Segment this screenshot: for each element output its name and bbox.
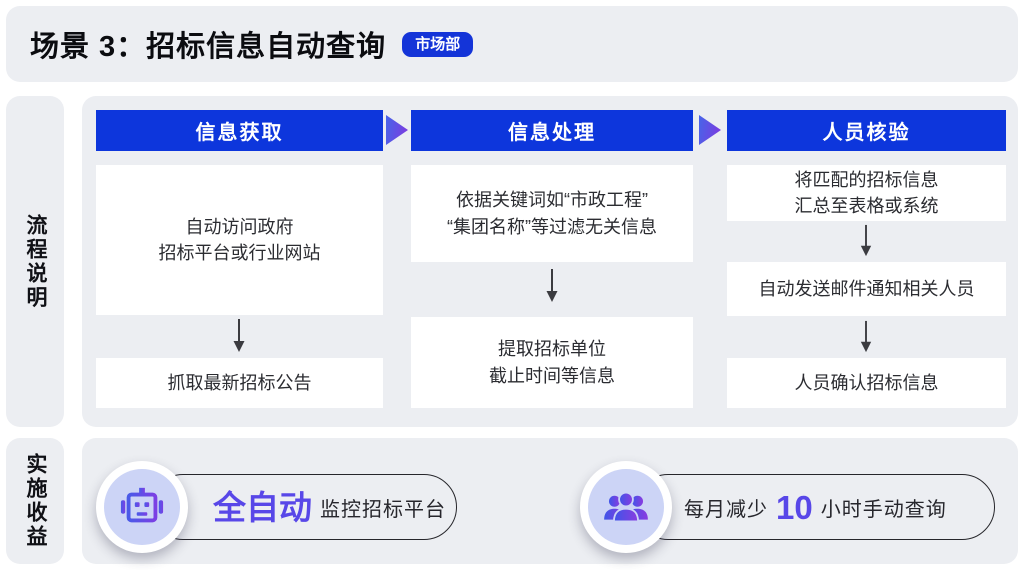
down-arrow-icon bbox=[233, 319, 245, 352]
benefits-section-label-panel: 实施收益 bbox=[6, 438, 64, 564]
page-title: 场景 3：招标信息自动查询 bbox=[30, 31, 387, 63]
down-arrow-icon bbox=[546, 269, 558, 302]
benefit-icon-circle bbox=[96, 461, 188, 553]
title-bar: 场景 3：招标信息自动查询 市场部 bbox=[6, 6, 1018, 82]
down-arrow-icon bbox=[860, 320, 872, 353]
step-text: 依据关键词如“市政工程” bbox=[456, 190, 648, 211]
step-text: 提取招标单位 bbox=[498, 339, 606, 360]
benefits-section-label: 实施收益 bbox=[24, 453, 47, 549]
step-text: 将匹配的招标信息 bbox=[794, 169, 939, 190]
robot-icon bbox=[120, 487, 164, 523]
benefit-text: 小时手动查询 bbox=[820, 498, 947, 521]
column-header-info-acquisition: 信息获取 bbox=[96, 110, 383, 151]
step-text: 人员确认招标信息 bbox=[794, 372, 939, 393]
step-text: 招标平台或行业网站 bbox=[158, 243, 321, 263]
benefit-highlight: 全自动 bbox=[213, 488, 312, 526]
department-badge: 市场部 bbox=[402, 31, 474, 57]
benefit-icon-circle bbox=[580, 461, 672, 553]
step-text: “集团名称”等过滤无关信息 bbox=[447, 216, 657, 237]
benefit-pill-automation: 全自动 监控招标平台 bbox=[150, 474, 457, 540]
benefit-pill-time-saving: 每月减少 10 小时手动查询 bbox=[635, 474, 995, 540]
benefits-panel bbox=[82, 438, 1018, 564]
step-box: 将匹配的招标信息 汇总至表格或系统 bbox=[727, 165, 1006, 221]
step-box: 抓取最新招标公告 bbox=[96, 358, 383, 408]
step-box: 依据关键词如“市政工程” “集团名称”等过滤无关信息 bbox=[411, 165, 693, 262]
benefit-text: 监控招标平台 bbox=[320, 498, 446, 521]
benefit-text: 每月减少 bbox=[684, 498, 768, 521]
step-box: 人员确认招标信息 bbox=[727, 358, 1006, 408]
down-arrow-icon bbox=[860, 224, 872, 257]
step-text: 自动发送邮件通知相关人员 bbox=[758, 278, 975, 299]
benefit-icon-circle-inner bbox=[104, 469, 180, 545]
step-text: 汇总至表格或系统 bbox=[794, 196, 939, 216]
process-section-label: 流程说明 bbox=[24, 213, 47, 310]
step-text: 截止时间等信息 bbox=[489, 365, 615, 386]
people-icon bbox=[604, 491, 648, 523]
benefit-icon-circle-inner bbox=[588, 469, 664, 545]
step-box: 提取招标单位 截止时间等信息 bbox=[411, 317, 693, 408]
step-text: 自动访问政府 bbox=[185, 216, 294, 237]
process-section-label-panel: 流程说明 bbox=[6, 96, 64, 427]
step-box: 自动发送邮件通知相关人员 bbox=[727, 262, 1006, 316]
step-text: 抓取最新招标公告 bbox=[167, 372, 312, 393]
column-header-info-processing: 信息处理 bbox=[411, 110, 693, 151]
step-box: 自动访问政府 招标平台或行业网站 bbox=[96, 165, 383, 315]
benefit-highlight: 10 bbox=[776, 488, 813, 526]
column-header-personnel-verification: 人员核验 bbox=[727, 110, 1006, 151]
